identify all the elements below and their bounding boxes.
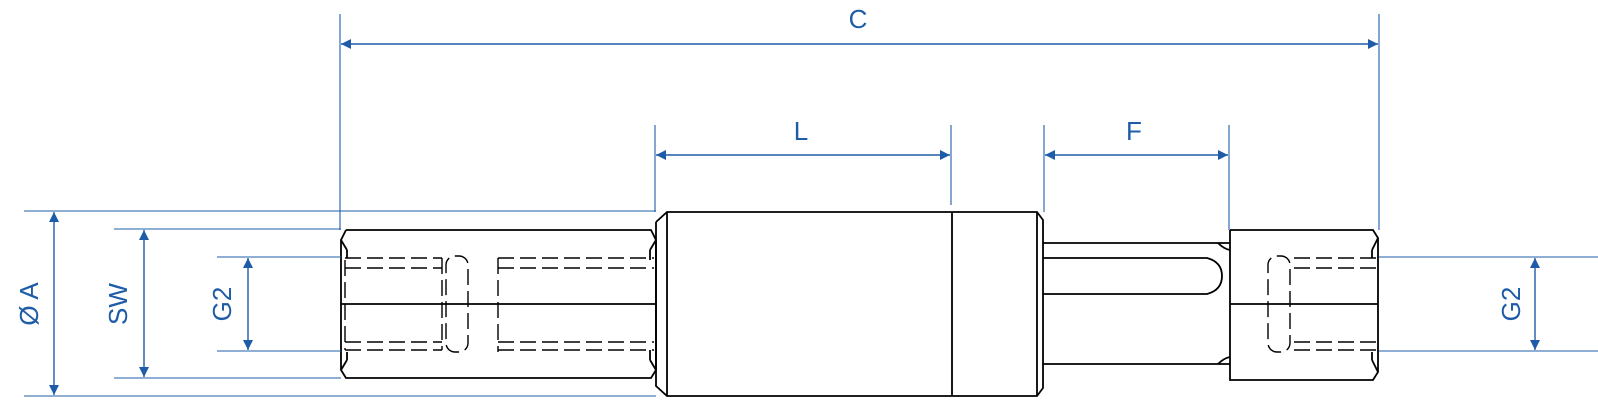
dimension-f-label: F <box>1126 116 1142 146</box>
piston-rod <box>1043 242 1231 365</box>
dimension-g2-left: G2 <box>207 256 341 352</box>
right-hidden-thread <box>1267 255 1376 353</box>
dimension-g2-right-label: G2 <box>1496 287 1526 322</box>
dimension-sw-label: SW <box>103 283 133 325</box>
dimension-f: F <box>1043 116 1230 230</box>
dimension-c: C <box>339 4 1380 230</box>
dimension-c-label: C <box>849 4 868 34</box>
dimension-l-label: L <box>794 116 808 146</box>
part-outline <box>340 211 1379 397</box>
dimension-diameter-a-label: Ø A <box>14 282 44 326</box>
right-end-fitting <box>1229 229 1379 381</box>
dimension-diameter-a: Ø A <box>14 210 656 397</box>
dimension-sw: SW <box>103 228 341 379</box>
dimension-l: L <box>654 116 952 212</box>
dimension-g2-left-label: G2 <box>207 287 237 322</box>
left-hidden-thread <box>344 255 654 353</box>
cylinder-body <box>655 211 1044 397</box>
dimension-g2-right: G2 <box>1379 256 1598 352</box>
